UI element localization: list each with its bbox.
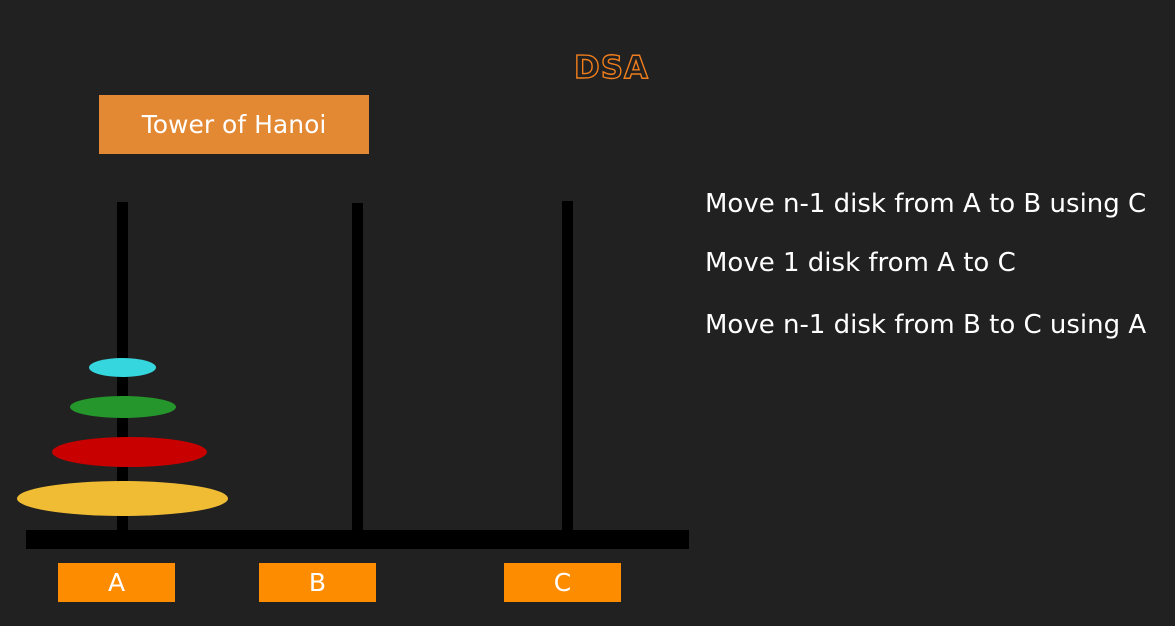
peg-label-a: A [58,563,175,602]
step-3: Move n-1 disk from B to C using A [705,310,1147,340]
disk-medium-large[interactable] [52,437,207,467]
disk-large[interactable] [17,481,228,516]
page-title: Tower of Hanoi [99,95,369,154]
peg-b-rod [352,203,363,532]
disk-small[interactable] [89,358,156,377]
disk-medium-small[interactable] [70,396,176,418]
step-2: Move 1 disk from A to C [705,248,1016,278]
dsa-logo: DSA [573,49,650,86]
peg-label-c: C [504,563,621,602]
peg-label-b: B [259,563,376,602]
step-1: Move n-1 disk from A to B using C [705,189,1147,219]
tower-base [26,530,689,549]
peg-c-rod [562,201,573,532]
